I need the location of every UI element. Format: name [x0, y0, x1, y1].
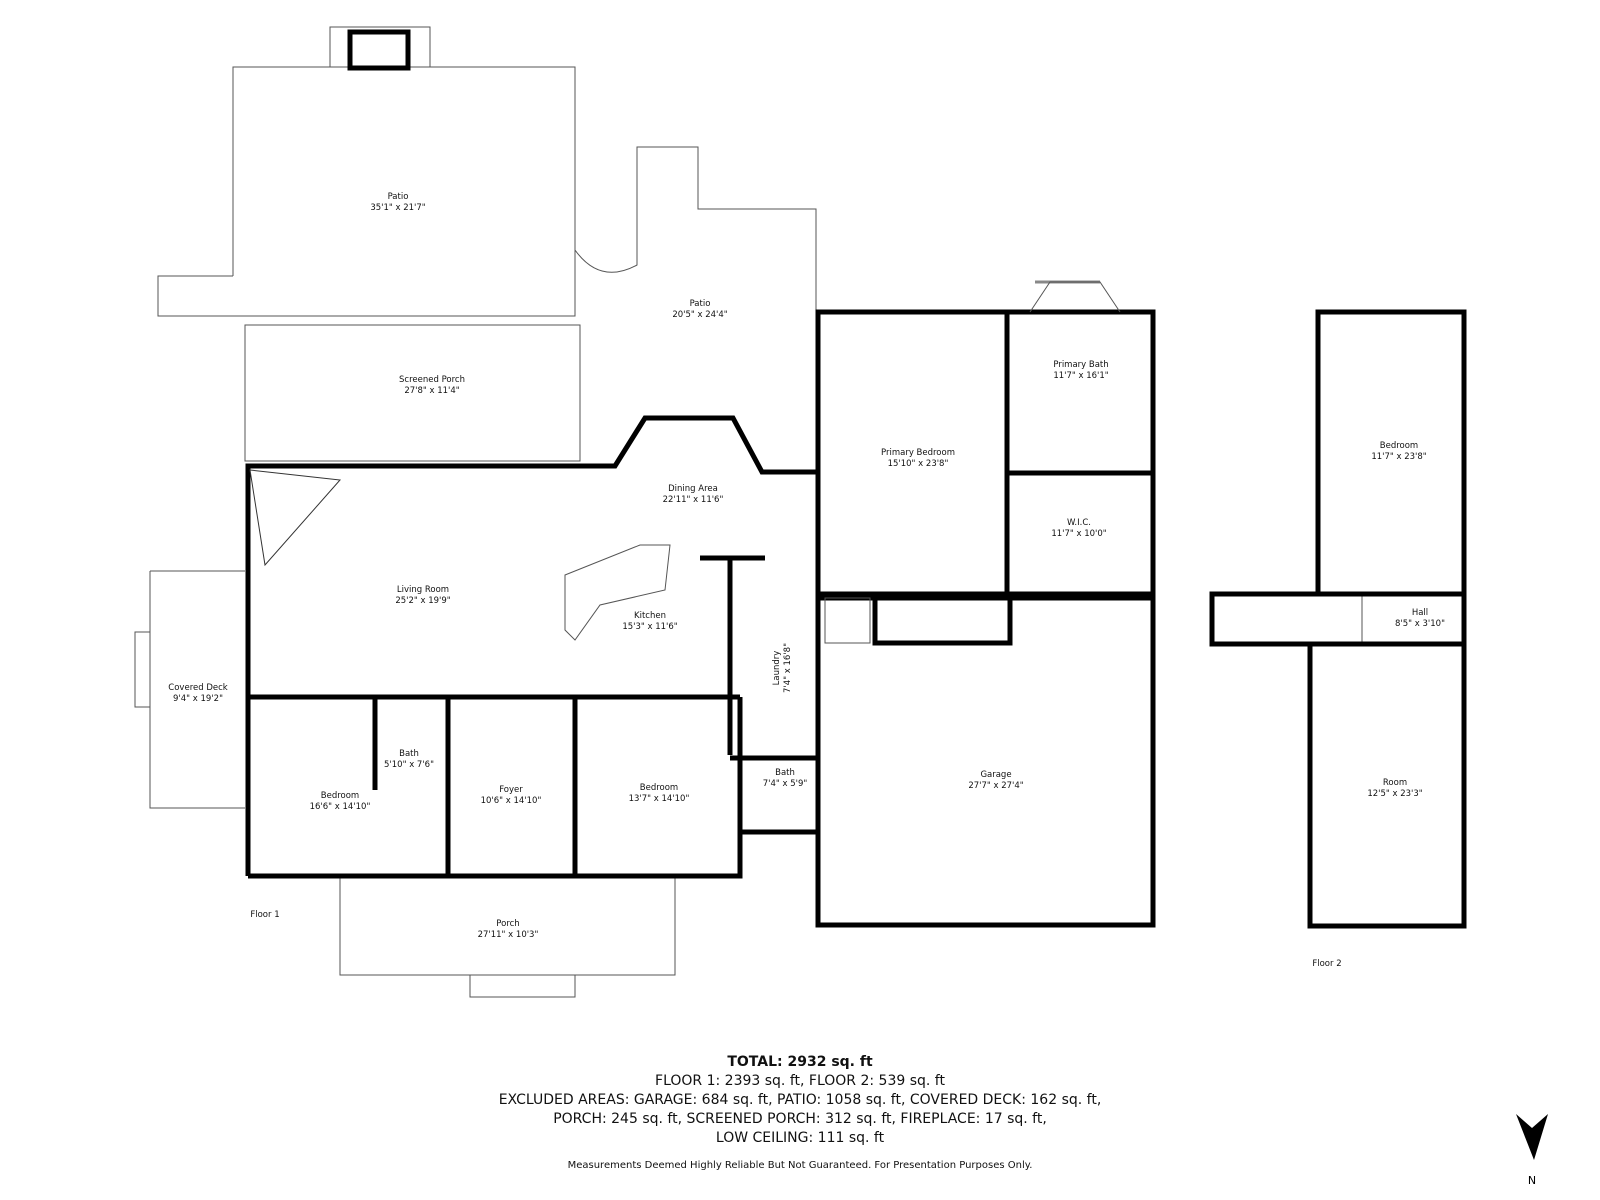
room-name: Screened Porch	[399, 375, 465, 385]
room-dims: 16'6" x 14'10"	[310, 802, 371, 812]
room-dims: 7'4" x 5'9"	[763, 779, 808, 789]
room-name: Patio	[388, 192, 409, 202]
room-name: Dining Area	[668, 484, 718, 494]
room-labels: Patio 35'1" x 21'7" Patio 20'5" x 24'4" …	[168, 192, 1445, 969]
room-name: Covered Deck	[168, 683, 227, 693]
room-name: Room	[1383, 778, 1407, 788]
room-dims: 9'4" x 19'2"	[173, 694, 223, 704]
room-dims: 15'3" x 11'6"	[622, 622, 677, 632]
room-name: Primary Bedroom	[881, 448, 955, 458]
room-name: Living Room	[397, 585, 449, 595]
room-dims: 5'10" x 7'6"	[384, 760, 434, 770]
room-dims: 15'10" x 23'8"	[888, 459, 949, 469]
room-name: Foyer	[499, 785, 523, 795]
room-name: Bedroom	[640, 783, 678, 793]
room-dims: 11'7" x 23'8"	[1371, 452, 1426, 462]
floor-areas: FLOOR 1: 2393 sq. ft, FLOOR 2: 539 sq. f…	[655, 1073, 945, 1089]
room-dims: 22'11" x 11'6"	[663, 495, 724, 505]
room-name: Primary Bath	[1053, 360, 1108, 370]
floor2-walls	[1209, 309, 1467, 929]
floor1-label: Floor 1	[250, 910, 279, 920]
floor2-label: Floor 2	[1312, 959, 1341, 969]
room-dims: 27'7" x 27'4"	[968, 781, 1023, 791]
room-dims: 10'6" x 14'10"	[481, 796, 542, 806]
room-dims: 12'5" x 23'3"	[1367, 789, 1422, 799]
north-arrow-icon: N	[1512, 1110, 1552, 1187]
room-name: Hall	[1412, 608, 1428, 618]
room-dims: 7'4" x 16'8"	[783, 643, 793, 693]
room-name: Porch	[496, 919, 519, 929]
outdoor-outlines	[134, 26, 817, 998]
room-dims: 35'1" x 21'7"	[370, 203, 425, 213]
room-dims: 27'8" x 11'4"	[404, 386, 459, 396]
room-name: Laundry	[772, 651, 782, 686]
room-name: Bath	[399, 749, 419, 759]
excluded-areas-line-3: LOW CEILING: 111 sq. ft	[715, 1130, 885, 1146]
fireplace-icon	[347, 29, 411, 71]
room-dims: 11'7" x 10'0"	[1051, 529, 1106, 539]
room-name: W.I.C.	[1067, 518, 1091, 528]
room-name: Kitchen	[634, 611, 666, 621]
disclaimer: Measurements Deemed Highly Reliable But …	[567, 1160, 1033, 1171]
room-name: Bath	[775, 768, 795, 778]
room-name: Bedroom	[1380, 441, 1418, 451]
room-dims: 27'11" x 10'3"	[478, 930, 539, 940]
excluded-areas-line-1: EXCLUDED AREAS: GARAGE: 684 sq. ft, PATI…	[498, 1092, 1102, 1108]
room-dims: 20'5" x 24'4"	[672, 310, 727, 320]
floor1-walls	[245, 280, 1363, 928]
room-dims: 13'7" x 14'10"	[629, 794, 690, 804]
room-name: Patio	[690, 299, 711, 309]
room-name: Bedroom	[321, 791, 359, 801]
room-dims: 11'7" x 16'1"	[1053, 371, 1108, 381]
room-name: Garage	[980, 770, 1011, 780]
room-dims: 8'5" x 3'10"	[1395, 619, 1445, 629]
total-area: TOTAL: 2932 sq. ft	[727, 1054, 873, 1070]
room-dims: 25'2" x 19'9"	[395, 596, 450, 606]
excluded-areas-line-2: PORCH: 245 sq. ft, SCREENED PORCH: 312 s…	[553, 1111, 1047, 1127]
north-label: N	[1527, 1174, 1537, 1187]
